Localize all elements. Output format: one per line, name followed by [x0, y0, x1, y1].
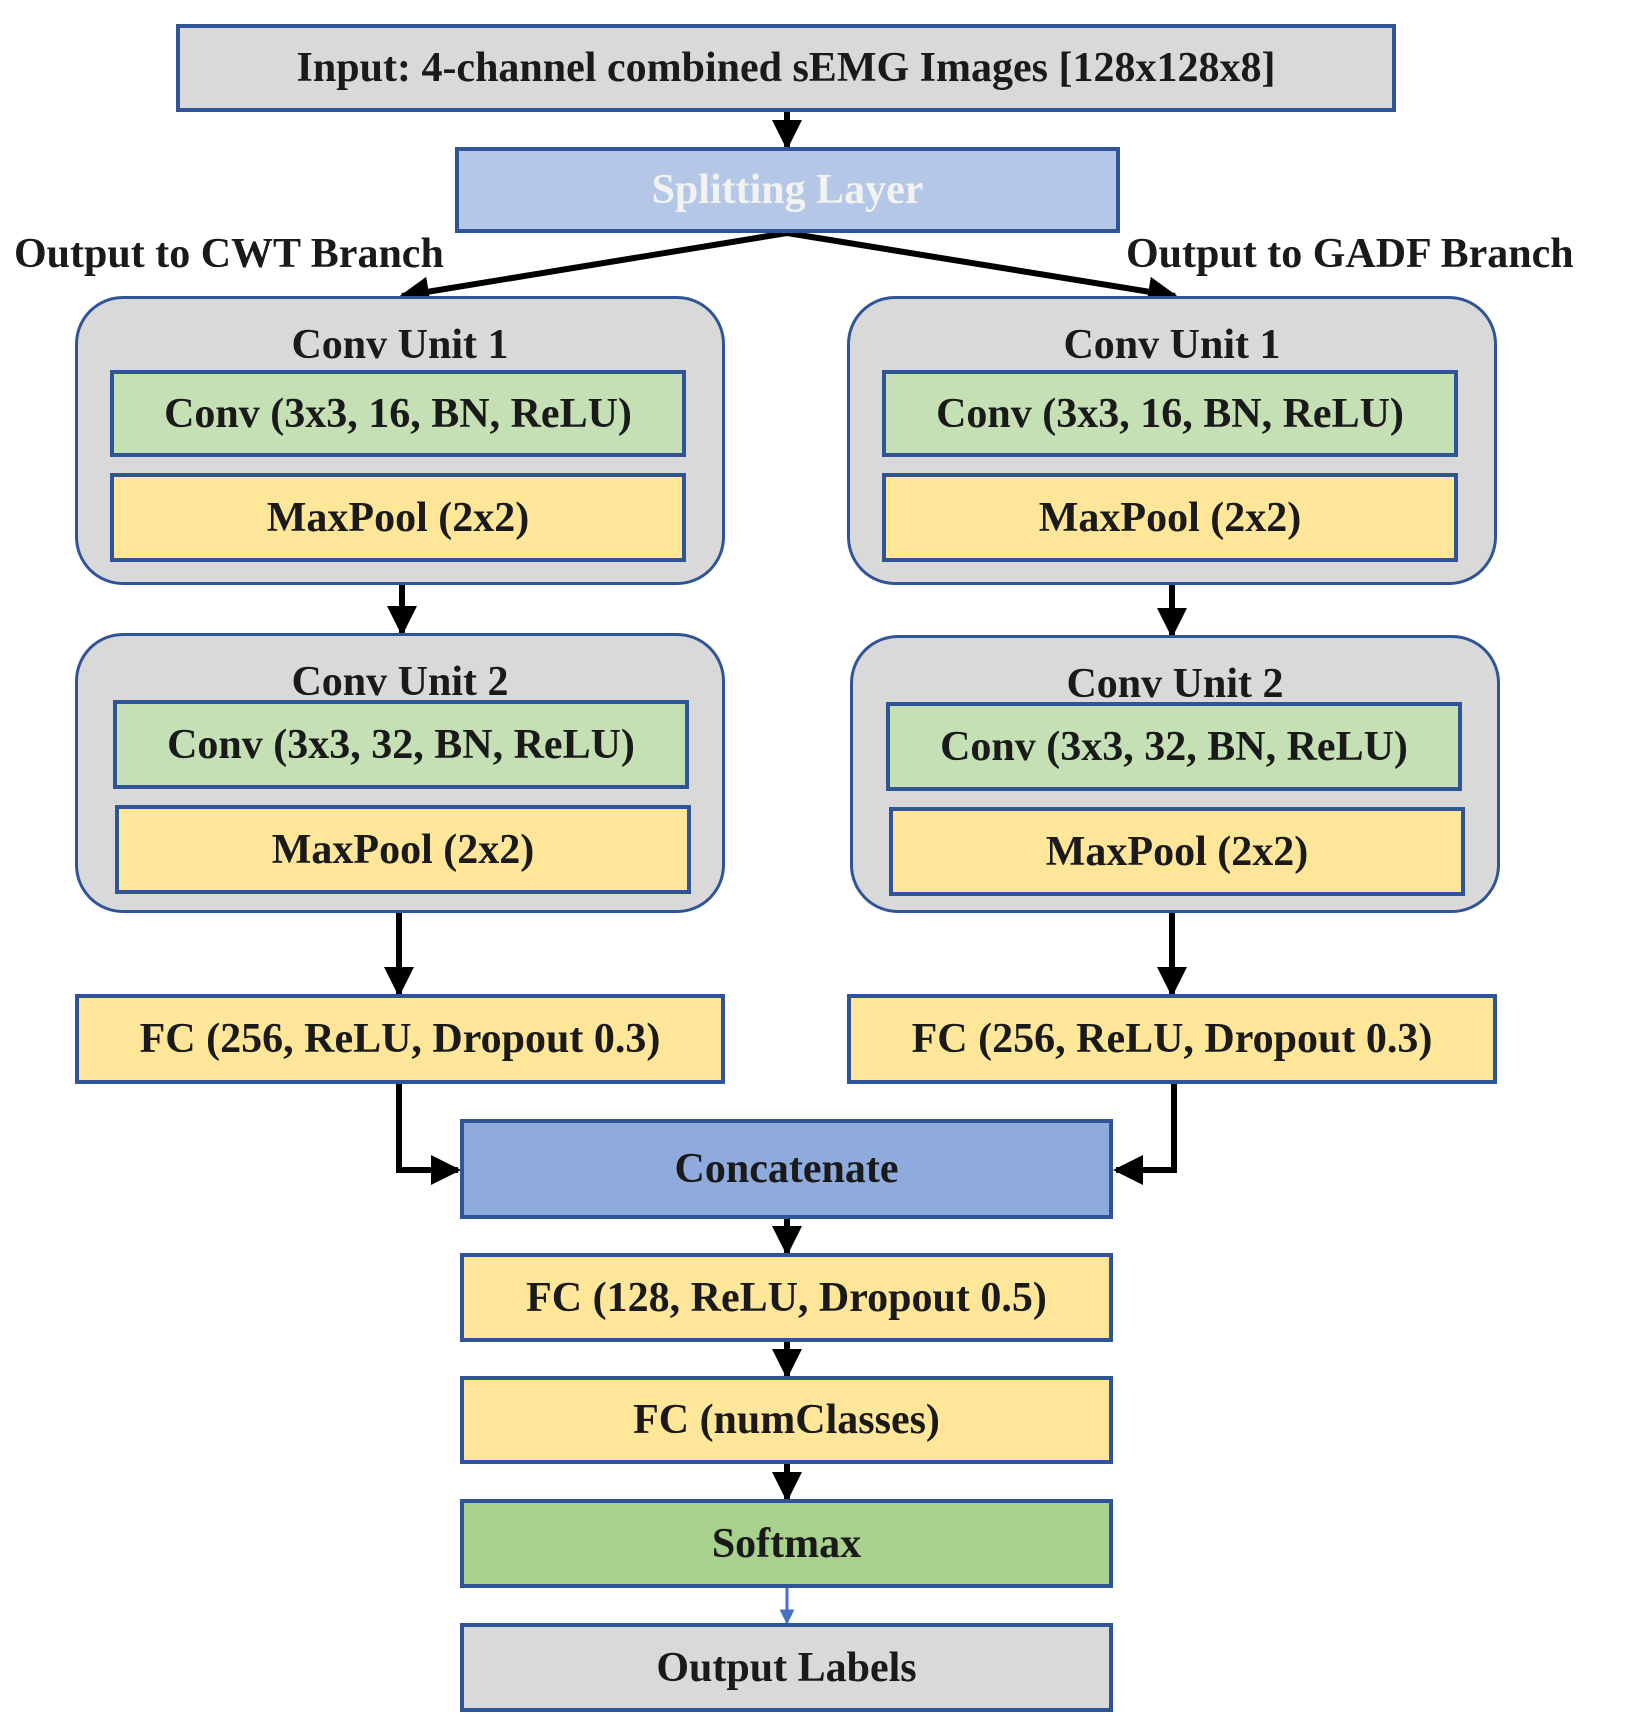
fc-numclasses-label: FC (numClasses)	[633, 1397, 940, 1443]
left-unit1-maxpool-label: MaxPool (2x2)	[266, 494, 530, 541]
right-unit2-conv-layer: Conv (3x3, 32, BN, ReLU)	[886, 702, 1462, 791]
fc-128-label: FC (128, ReLU, Dropout 0.5)	[526, 1274, 1047, 1321]
left-fc-256-layer: FC (256, ReLU, Dropout 0.3)	[75, 994, 725, 1084]
right-unit2-maxpool-layer: MaxPool (2x2)	[889, 807, 1465, 896]
fc-numclasses-layer: FC (numClasses)	[460, 1376, 1113, 1464]
concatenate-label: Concatenate	[674, 1146, 899, 1192]
right-conv-unit-1-title: Conv Unit 1	[1063, 322, 1281, 368]
arrow-right-fc-to-concat	[1113, 1084, 1177, 1185]
left-fc-256-label: FC (256, ReLU, Dropout 0.3)	[139, 1016, 661, 1062]
arrow-split-to-gadf	[786, 230, 1178, 307]
output-labels-layer: Output Labels	[460, 1623, 1113, 1712]
left-unit2-conv-label: Conv (3x3, 32, BN, ReLU)	[167, 721, 635, 768]
softmax-layer: Softmax	[460, 1499, 1113, 1588]
right-unit2-maxpool-label: MaxPool (2x2)	[1045, 828, 1309, 875]
gadf-branch-label: Output to GADF Branch	[1126, 231, 1574, 277]
right-unit2-conv-label: Conv (3x3, 32, BN, ReLU)	[940, 723, 1408, 770]
arrow-left-fc-to-concat	[396, 1084, 461, 1185]
arrow-split-to-cwt	[399, 230, 788, 307]
left-unit1-maxpool-layer: MaxPool (2x2)	[110, 473, 686, 562]
output-labels-label: Output Labels	[656, 1644, 917, 1691]
splitting-layer: Splitting Layer	[455, 147, 1120, 233]
left-unit1-conv-layer: Conv (3x3, 16, BN, ReLU)	[110, 370, 686, 457]
right-unit1-conv-layer: Conv (3x3, 16, BN, ReLU)	[882, 370, 1458, 457]
right-conv-unit-2-title: Conv Unit 2	[1066, 661, 1284, 707]
input-layer: Input: 4-channel combined sEMG Images [1…	[176, 24, 1396, 112]
softmax-label: Softmax	[711, 1520, 862, 1567]
left-unit1-conv-label: Conv (3x3, 16, BN, ReLU)	[164, 390, 632, 437]
left-unit2-maxpool-label: MaxPool (2x2)	[271, 826, 535, 873]
right-fc-256-layer: FC (256, ReLU, Dropout 0.3)	[847, 994, 1497, 1084]
right-unit1-conv-label: Conv (3x3, 16, BN, ReLU)	[936, 390, 1404, 437]
right-unit1-maxpool-layer: MaxPool (2x2)	[882, 473, 1458, 562]
concatenate-layer: Concatenate	[460, 1119, 1113, 1219]
splitting-layer-label: Splitting Layer	[651, 167, 924, 213]
left-conv-unit-2-title: Conv Unit 2	[291, 659, 509, 705]
left-unit2-maxpool-layer: MaxPool (2x2)	[115, 805, 691, 894]
left-unit2-conv-layer: Conv (3x3, 32, BN, ReLU)	[113, 700, 689, 789]
input-layer-label: Input: 4-channel combined sEMG Images [1…	[296, 45, 1276, 91]
fc-128-layer: FC (128, ReLU, Dropout 0.5)	[460, 1253, 1113, 1342]
cwt-branch-label: Output to CWT Branch	[14, 231, 444, 277]
left-conv-unit-1-title: Conv Unit 1	[291, 322, 509, 368]
right-unit1-maxpool-label: MaxPool (2x2)	[1038, 494, 1302, 541]
right-fc-256-label: FC (256, ReLU, Dropout 0.3)	[911, 1016, 1433, 1062]
